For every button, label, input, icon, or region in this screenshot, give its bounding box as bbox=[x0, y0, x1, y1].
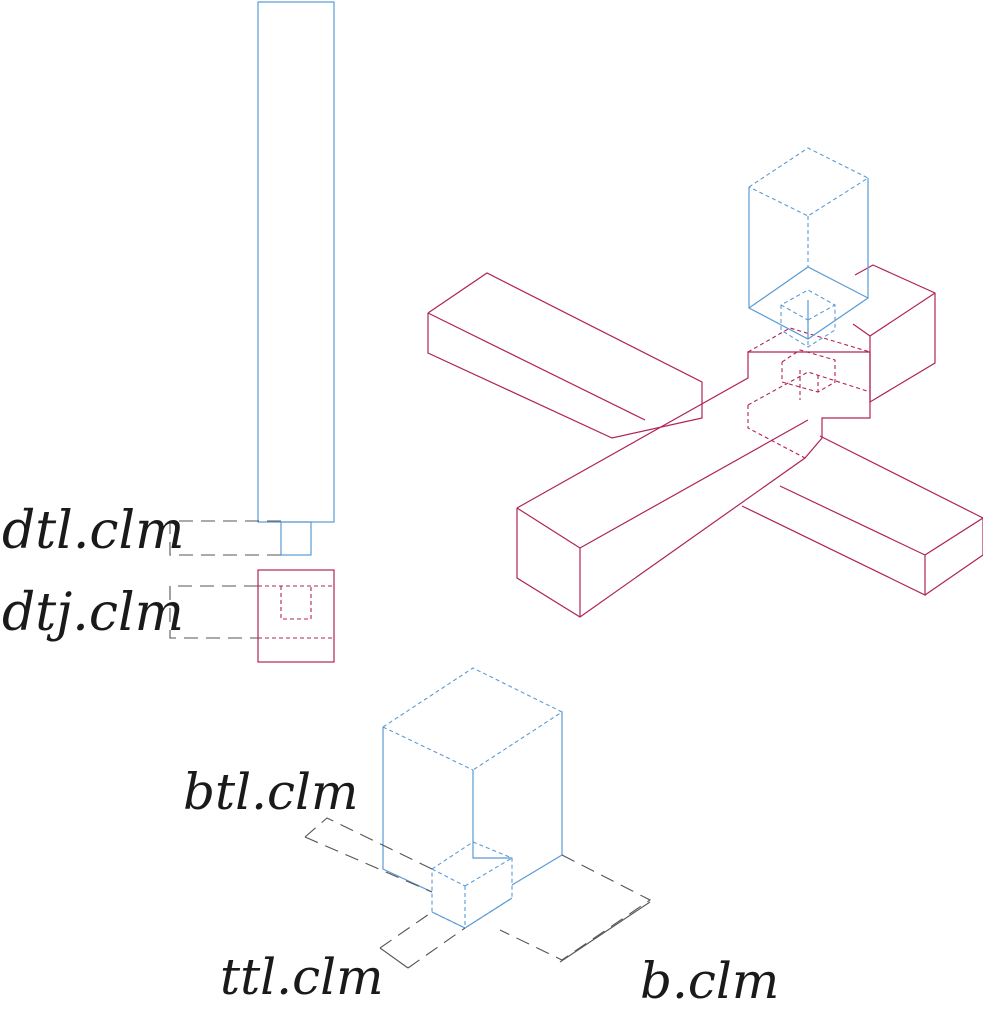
back-beam-edge bbox=[427, 312, 646, 421]
column-tenon bbox=[280, 521, 312, 556]
upper-tenon-mid bbox=[780, 304, 809, 321]
mortise-hidden bbox=[280, 586, 312, 620]
detail-tenon bbox=[431, 841, 513, 929]
assembly-view bbox=[427, 147, 983, 618]
btl-leader-low bbox=[304, 836, 433, 893]
joint-hidden-2 bbox=[747, 405, 806, 459]
upper-column-top bbox=[748, 147, 870, 217]
raised-block bbox=[854, 264, 936, 404]
detail-column-left-dash bbox=[382, 726, 474, 771]
column-detail-view bbox=[304, 667, 652, 969]
front-beam-edge bbox=[516, 507, 581, 549]
b-leader-solid bbox=[559, 901, 651, 963]
elevation-view bbox=[169, 1, 335, 663]
detail-tenon-base2 bbox=[464, 897, 513, 929]
upper-tenon bbox=[780, 289, 836, 348]
detail-column-right-edge bbox=[511, 854, 563, 886]
ttl-leader-solid bbox=[379, 947, 409, 969]
front-beam-top bbox=[579, 419, 809, 549]
btl-leader bbox=[304, 817, 433, 870]
detail-column-right bbox=[472, 770, 512, 859]
back-beam bbox=[427, 272, 703, 439]
b-leader bbox=[499, 854, 652, 961]
back-beam-right bbox=[741, 505, 983, 596]
detail-tenon-mid2 bbox=[464, 857, 513, 887]
back-beam-top bbox=[779, 485, 926, 556]
joint-block bbox=[257, 569, 335, 663]
detail-column-top bbox=[382, 667, 564, 771]
label-btl: btl.clm bbox=[183, 763, 358, 821]
joint-hidden-1 bbox=[747, 327, 871, 353]
ttl-leader bbox=[379, 911, 433, 949]
dtl-leader bbox=[169, 520, 281, 556]
detail-tenon-base bbox=[431, 911, 466, 929]
back-beam-top-far bbox=[819, 435, 983, 519]
raised-block-face bbox=[852, 323, 871, 337]
detail-column-front bbox=[382, 727, 433, 893]
ttl-leader-low bbox=[407, 927, 466, 969]
detail-tenon-mid bbox=[431, 868, 466, 887]
column-shaft bbox=[257, 1, 335, 523]
raised-block-top bbox=[869, 292, 936, 337]
label-b: b.clm bbox=[640, 952, 779, 1010]
joint-hidden-4 bbox=[781, 349, 836, 393]
joint-hidden-3 bbox=[747, 371, 871, 406]
front-beam bbox=[516, 351, 871, 618]
label-dtl: dtl.clm bbox=[2, 501, 184, 561]
label-ttl: ttl.clm bbox=[220, 948, 383, 1006]
upper-tenon-mid2 bbox=[807, 304, 836, 321]
label-dtj: dtj.clm bbox=[2, 583, 184, 643]
dtj-leader bbox=[169, 585, 258, 639]
